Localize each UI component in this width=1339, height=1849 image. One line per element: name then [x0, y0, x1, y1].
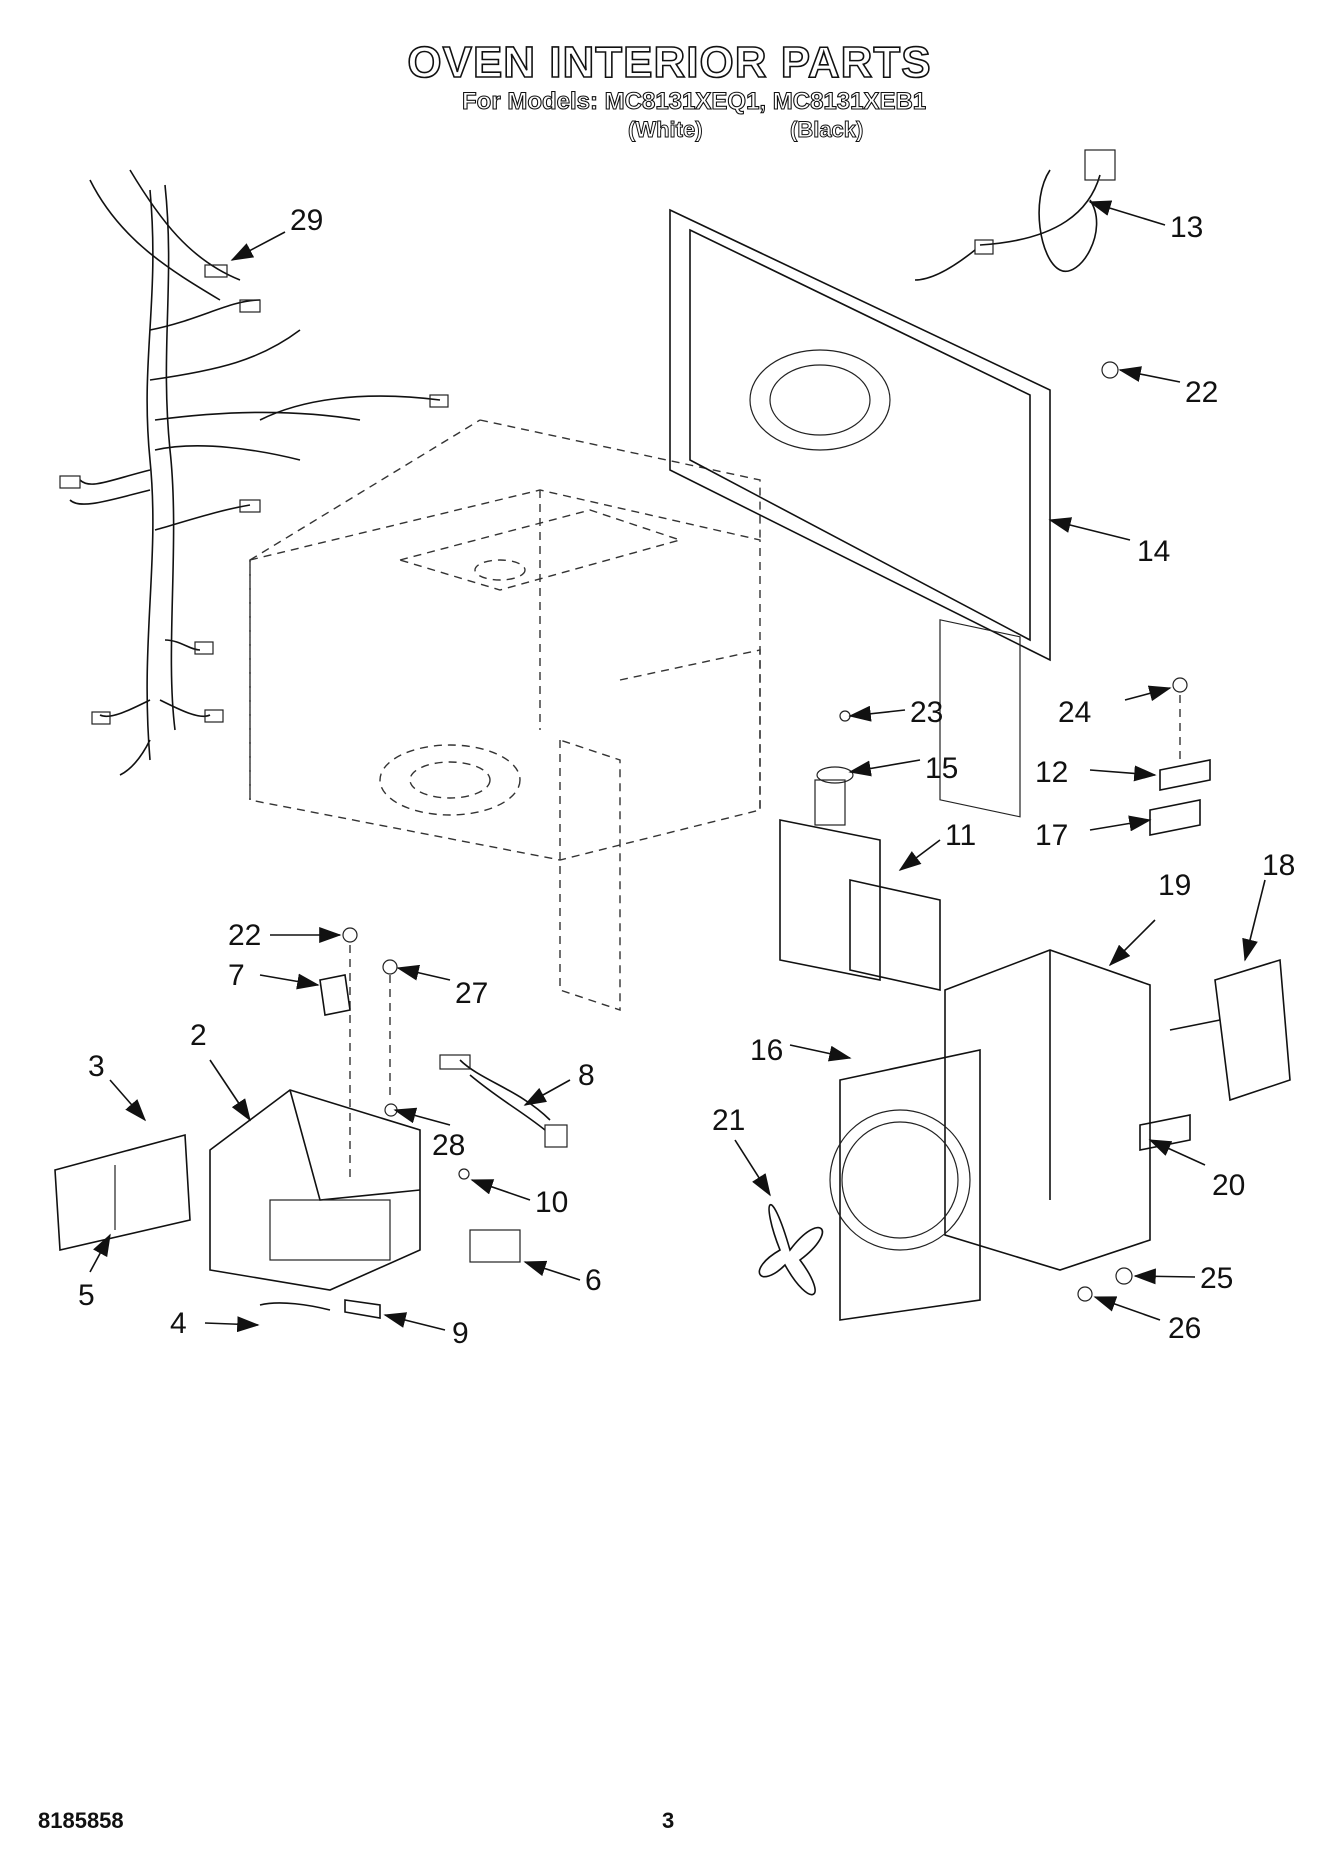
callout-15: 15 — [925, 752, 958, 785]
page-title: OVEN INTERIOR PARTS — [407, 37, 932, 88]
page-number: 3 — [662, 1808, 675, 1833]
callout-28: 28 — [432, 1129, 465, 1162]
color-black-label: (Black) — [789, 117, 864, 143]
callout-18: 18 — [1262, 849, 1295, 882]
callout-13: 13 — [1170, 211, 1203, 244]
callout-3: 3 — [88, 1050, 105, 1083]
callout-10: 10 — [535, 1186, 568, 1219]
callout-26: 26 — [1168, 1312, 1201, 1345]
door-latch-parts-drawing — [54, 974, 568, 1319]
callout-4: 4 — [170, 1307, 187, 1340]
transformer-drawing — [779, 759, 1211, 991]
callout-11: 11 — [945, 819, 976, 852]
callout-20: 20 — [1212, 1169, 1245, 1202]
callout-22-bottom: 22 — [228, 919, 261, 952]
callout-19: 19 — [1158, 869, 1191, 902]
callout-29: 29 — [290, 204, 323, 237]
callout-22-top: 22 — [1185, 376, 1218, 409]
callout-7: 7 — [228, 959, 245, 992]
callout-23: 23 — [910, 696, 943, 729]
callout-17: 17 — [1035, 819, 1068, 852]
callout-21: 21 — [712, 1104, 745, 1137]
fan-assembly-drawing — [758, 949, 1291, 1321]
oven-cavity-drawing — [249, 419, 761, 1011]
callout-27: 27 — [455, 977, 488, 1010]
callout-14: 14 — [1137, 535, 1170, 568]
models-line: For Models: MC8131XEQ1, MC8131XEB1 — [461, 87, 927, 115]
callout-16: 16 — [750, 1034, 783, 1067]
color-white-label: (White) — [628, 117, 704, 143]
callout-labels: 29 13 22 14 23 24 15 12 11 17 18 19 22 7… — [78, 204, 1295, 1350]
callout-8: 8 — [578, 1059, 595, 1092]
callout-2: 2 — [190, 1019, 207, 1052]
callout-9: 9 — [452, 1317, 469, 1350]
callout-leader-lines — [89, 200, 1266, 1333]
power-cord-drawing — [914, 149, 1116, 281]
wire-harness-drawing — [59, 169, 449, 776]
front-panel-drawing — [669, 208, 1051, 818]
callout-5: 5 — [78, 1279, 95, 1312]
callout-24: 24 — [1058, 696, 1091, 729]
callout-25: 25 — [1200, 1262, 1233, 1295]
document-number: 8185858 — [38, 1808, 124, 1833]
callout-6: 6 — [585, 1264, 602, 1297]
callout-12: 12 — [1035, 756, 1068, 789]
